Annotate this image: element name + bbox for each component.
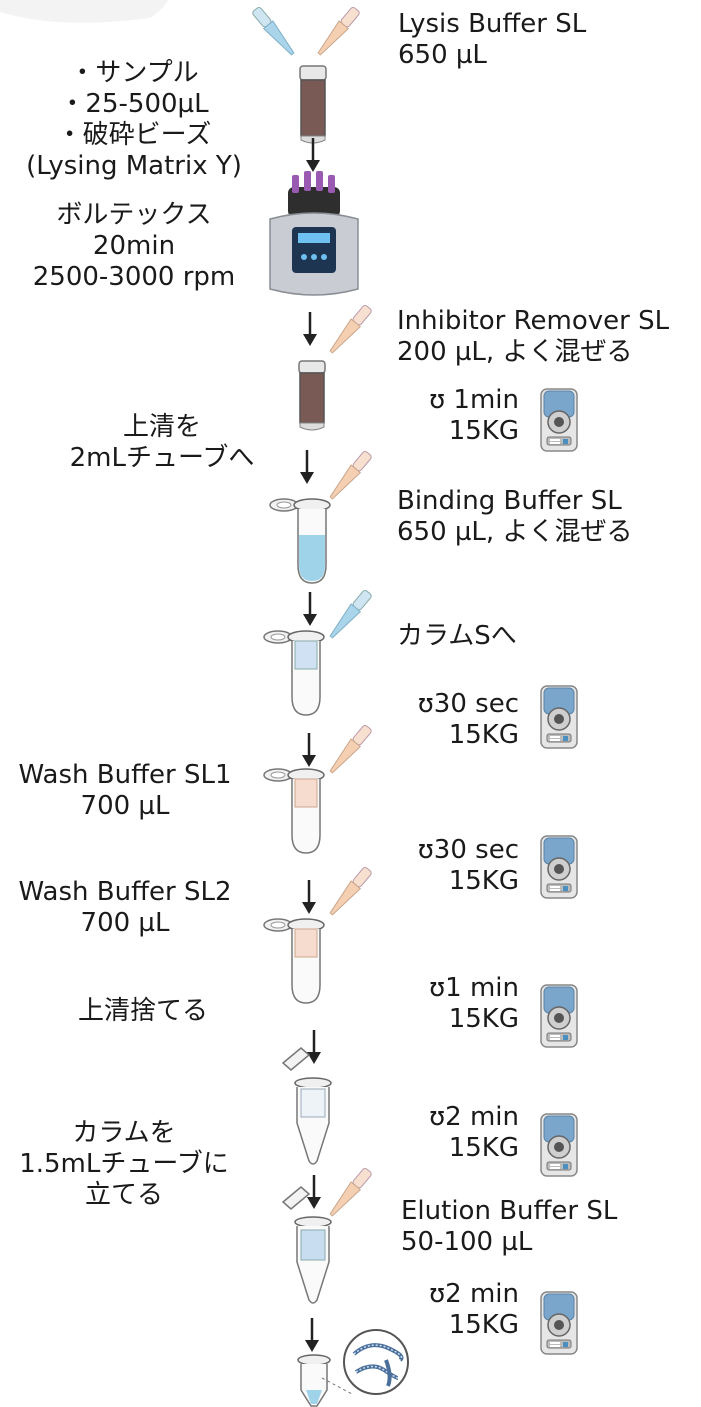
- sample-line-4: (Lysing Matrix Y): [26, 151, 242, 181]
- sample-label: ・サンプル ・25-500µL ・破砕ビーズ (Lysing Matrix Y): [26, 58, 242, 182]
- centrifuge-icon: [540, 1291, 578, 1355]
- move-column-label: カラムを 1.5mLチューブに 立てる: [19, 1118, 229, 1211]
- lysis-buffer-volume: 650 µL: [398, 40, 487, 70]
- flow-arrow: [305, 1028, 323, 1066]
- pipette-orange-icon: [314, 5, 362, 59]
- vortex-mixer-icon: [269, 171, 359, 296]
- discard-label: 上清捨てる: [78, 996, 208, 1027]
- spin-5-label: ʊ2 min 15KG: [429, 1102, 519, 1164]
- pipette-blue-icon: [326, 588, 374, 642]
- move-line-3: 立てる: [84, 1180, 164, 1210]
- flow-arrow: [300, 731, 318, 769]
- spin-1-time: ʊ 1min: [429, 385, 519, 415]
- spin-3-time: ʊ30 sec: [417, 835, 519, 865]
- wash-2-label: Wash Buffer SL2 700 µL: [19, 877, 232, 939]
- spin-3-force: 15KG: [448, 866, 519, 896]
- open-tube-icon: [281, 1186, 332, 1304]
- spin-6-time: ʊ2 min: [429, 1279, 519, 1309]
- lysing-tube-icon: [299, 65, 327, 144]
- flow-arrow: [303, 1316, 321, 1354]
- flow-arrow: [301, 310, 319, 348]
- spin-2-label: ʊ30 sec 15KG: [418, 689, 519, 751]
- centrifuge-icon: [540, 388, 578, 452]
- binding-name: Binding Buffer SL: [397, 486, 622, 516]
- inhibitor-label: Inhibitor Remover SL 200 µL, よく混ぜる: [397, 306, 669, 368]
- lysis-buffer-label: Lysis Buffer SL 650 µL: [398, 9, 586, 71]
- sample-line-3: ・破砕ビーズ: [56, 120, 212, 150]
- elution-volume: 50-100 µL: [401, 1227, 533, 1257]
- spin-2-force: 15KG: [448, 720, 519, 750]
- spin-6-label: ʊ2 min 15KG: [429, 1279, 519, 1341]
- transfer-line-2: 2mLチューブへ: [69, 443, 255, 473]
- flow-arrow: [300, 878, 318, 916]
- spin-5-force: 15KG: [448, 1133, 519, 1163]
- open-tube-icon: [281, 1047, 332, 1165]
- spin-4-time: ʊ1 min: [429, 973, 519, 1003]
- sample-line-1: ・サンプル: [69, 58, 199, 88]
- column-text: カラムSへ: [397, 621, 517, 651]
- binding-detail: 650 µL, よく混ぜる: [397, 517, 633, 547]
- final-tube-icon: [297, 1354, 331, 1407]
- lysing-tube-icon: [298, 360, 326, 431]
- vortex-line-2: 20min: [92, 231, 176, 261]
- lysis-buffer-name: Lysis Buffer SL: [398, 9, 587, 39]
- pipette-blue-icon: [250, 5, 298, 59]
- wash-1-name: Wash Buffer SL1: [18, 760, 232, 790]
- spin-3-label: ʊ30 sec 15KG: [418, 835, 519, 897]
- pipette-orange-icon: [326, 865, 374, 919]
- move-line-2: 1.5mLチューブに: [19, 1149, 229, 1179]
- flow-arrow: [304, 136, 322, 174]
- spin-1-label: ʊ 1min 15KG: [429, 385, 519, 447]
- dna-magnifier-icon: [343, 1329, 409, 1395]
- elution-name: Elution Buffer SL: [401, 1196, 618, 1226]
- discard-text: 上清捨てる: [77, 996, 209, 1026]
- pipette-orange-icon: [326, 449, 374, 503]
- centrifuge-icon: [540, 984, 578, 1048]
- inhibitor-detail: 200 µL, よく混ぜる: [397, 337, 633, 367]
- pipette-orange-icon: [326, 303, 374, 357]
- spin-6-force: 15KG: [448, 1310, 519, 1340]
- binding-label: Binding Buffer SL 650 µL, よく混ぜる: [397, 486, 632, 548]
- flow-arrow: [301, 590, 319, 628]
- elution-label: Elution Buffer SL 50-100 µL: [401, 1196, 617, 1258]
- spin-1-force: 15KG: [448, 416, 519, 446]
- transfer-line-1: 上清を: [122, 412, 202, 442]
- spin-2-time: ʊ30 sec: [417, 689, 519, 719]
- vortex-line-3: 2500-3000 rpm: [32, 262, 236, 292]
- wash-1-volume: 700 µL: [80, 791, 170, 821]
- column-label: カラムSへ: [397, 621, 517, 652]
- wash-2-name: Wash Buffer SL2: [18, 877, 232, 907]
- microtube-icon: [269, 498, 331, 584]
- centrifuge-icon: [540, 1113, 578, 1177]
- spin-column-icon: [263, 630, 325, 716]
- spin-column-icon: [263, 918, 325, 1004]
- transfer-label: 上清を 2mLチューブへ: [70, 412, 255, 474]
- spin-4-force: 15KG: [448, 1004, 519, 1034]
- vortex-label: ボルテックス 20min 2500-3000 rpm: [33, 200, 236, 293]
- spin-5-time: ʊ2 min: [429, 1102, 519, 1132]
- pipette-orange-icon: [326, 723, 374, 777]
- sample-line-2: ・25-500µL: [59, 89, 209, 119]
- spin-column-icon: [263, 768, 325, 854]
- pipette-orange-icon: [326, 1166, 374, 1220]
- flow-arrow: [298, 448, 316, 486]
- flow-arrow: [305, 1173, 323, 1211]
- centrifuge-icon: [540, 685, 578, 749]
- vortex-line-1: ボルテックス: [56, 200, 212, 230]
- corner-decoration: [0, 0, 168, 23]
- wash-2-volume: 700 µL: [80, 908, 170, 938]
- inhibitor-name: Inhibitor Remover SL: [397, 306, 670, 336]
- centrifuge-icon: [540, 835, 578, 899]
- move-line-1: カラムを: [72, 1118, 176, 1148]
- wash-1-label: Wash Buffer SL1 700 µL: [19, 760, 232, 822]
- spin-4-label: ʊ1 min 15KG: [429, 973, 519, 1035]
